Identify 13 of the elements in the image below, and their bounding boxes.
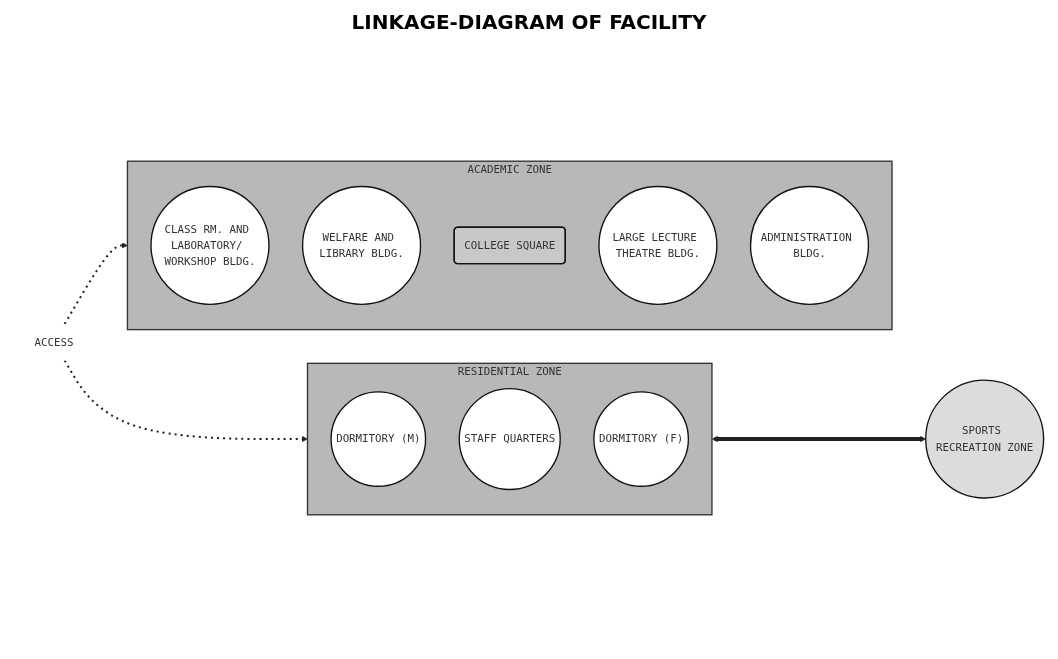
node-text: ACCESS <box>34 335 74 349</box>
arrow <box>711 436 926 442</box>
node-circle: SPORTS RECREATION ZONE <box>925 379 1045 499</box>
node-circle: DORMITORY (F) <box>593 391 690 487</box>
node-circle: ADMINISTRATION BLDG. <box>749 185 870 306</box>
node-circle: STAFF QUARTERS <box>458 387 561 491</box>
diagram-title: LINKAGE-DIAGRAM OF FACILITY <box>350 10 708 34</box>
node-circle: LARGE LECTURE THEATRE BLDG. <box>598 185 718 306</box>
arrow <box>63 359 308 442</box>
node-circle: CLASS RM. AND LABORATORY/ WORKSHOP BLDG. <box>150 185 270 306</box>
node-circle: DORMITORY (M) <box>330 391 427 487</box>
arrow <box>63 242 128 325</box>
node-circle: WELFARE AND LIBRARY BLDG. <box>301 185 422 306</box>
